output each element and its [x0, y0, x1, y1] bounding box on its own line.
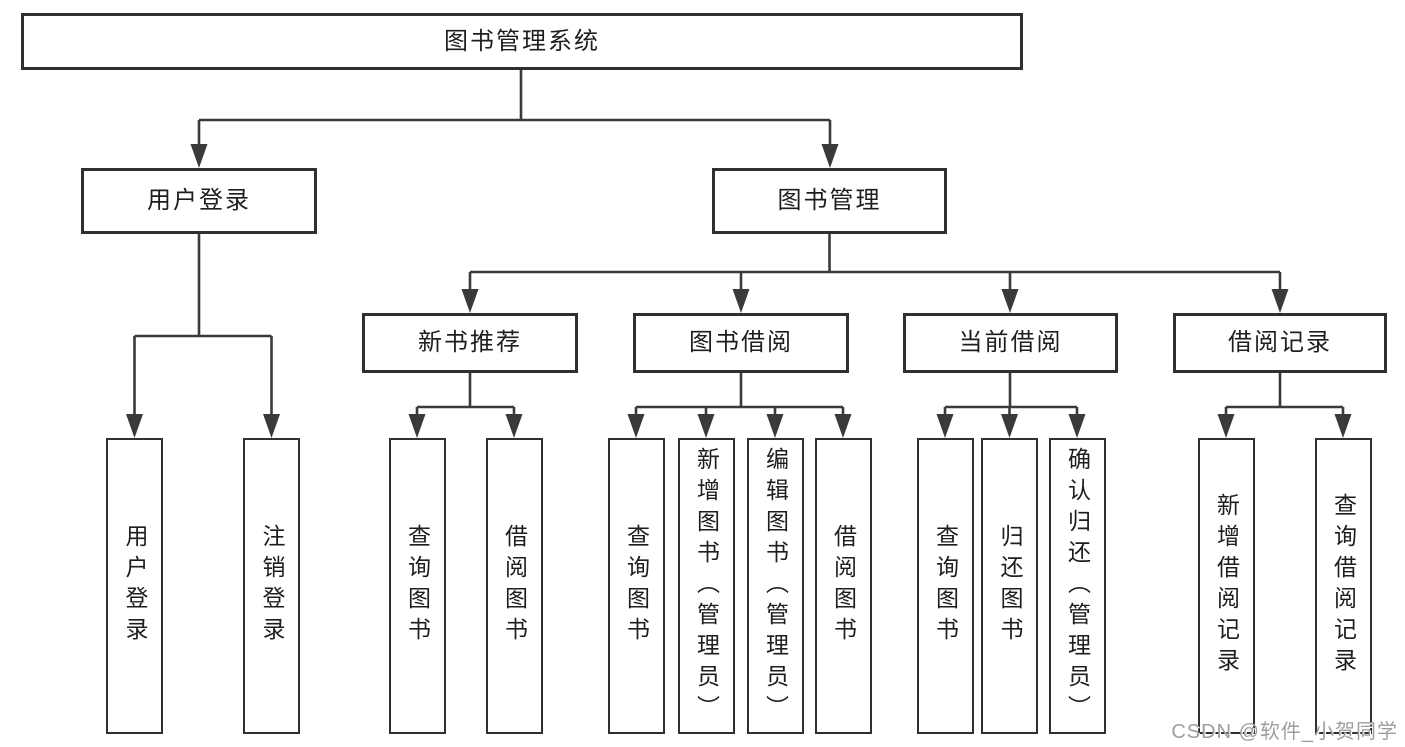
node-label: 归还图书 — [997, 524, 1023, 648]
node-book-management: 图书管理 — [712, 168, 947, 234]
leaf-query-books-current: 查询图书 — [916, 438, 974, 734]
leaf-logout: 注销登录 — [243, 438, 300, 734]
node-label: 确认归还（管理员） — [1064, 446, 1091, 726]
connector-book-management-to-level3 — [461, 234, 1289, 313]
node-label: 查询借阅记录 — [1330, 493, 1357, 679]
node-borrow-records: 借阅记录 — [1173, 313, 1387, 373]
node-library-management-system: 图书管理系统 — [21, 13, 1023, 70]
node-label: 新增图书（管理员） — [693, 446, 720, 726]
leaf-borrow-books-recommend: 借阅图书 — [485, 438, 543, 734]
node-label: 用户登录 — [147, 187, 251, 214]
watermark: CSDN @软件_小贺同学 — [1171, 721, 1398, 743]
node-label: 编辑图书（管理员） — [762, 446, 789, 726]
leaf-user-login: 用户登录 — [106, 438, 163, 734]
connector-current-borrow-children — [936, 373, 1086, 438]
node-label: 查询图书 — [623, 524, 650, 648]
node-label: 新增借阅记录 — [1213, 493, 1240, 679]
node-label: 查询图书 — [932, 524, 959, 648]
connector-new-book-recommend-children — [408, 373, 523, 438]
leaf-return-books: 归还图书 — [981, 438, 1038, 734]
leaf-borrow-books: 借阅图书 — [814, 438, 872, 734]
connector-book-borrow-children — [627, 373, 852, 438]
leaf-edit-books-admin: 编辑图书（管理员） — [746, 438, 804, 734]
node-label: 图书管理系统 — [444, 27, 600, 55]
connector-borrow-records-children — [1217, 373, 1352, 438]
node-user-login: 用户登录 — [81, 168, 317, 234]
leaf-add-books-admin: 新增图书（管理员） — [677, 438, 735, 734]
node-label: 注销登录 — [259, 524, 285, 648]
leaf-query-borrow-record: 查询借阅记录 — [1314, 438, 1372, 734]
node-label: 新书推荐 — [418, 329, 522, 356]
node-label: 借阅记录 — [1228, 329, 1332, 356]
node-current-borrow: 当前借阅 — [903, 313, 1118, 373]
node-label: 图书借阅 — [689, 329, 793, 356]
connector-root-to-level2 — [190, 70, 839, 168]
node-label: 当前借阅 — [958, 329, 1063, 356]
node-label: 借阅图书 — [501, 524, 528, 648]
connector-user-login-children — [126, 234, 280, 438]
leaf-query-books-borrow: 查询图书 — [607, 438, 665, 734]
node-label: 查询图书 — [404, 524, 431, 648]
node-label: 用户登录 — [122, 524, 148, 648]
node-book-borrow: 图书借阅 — [633, 313, 849, 373]
leaf-add-borrow-record: 新增借阅记录 — [1197, 438, 1255, 734]
node-label: 借阅图书 — [830, 524, 857, 648]
leaf-query-books-recommend: 查询图书 — [388, 438, 446, 734]
node-label: 图书管理 — [777, 187, 882, 214]
node-new-book-recommend: 新书推荐 — [362, 313, 578, 373]
leaf-confirm-return-admin: 确认归还（管理员） — [1048, 438, 1106, 734]
